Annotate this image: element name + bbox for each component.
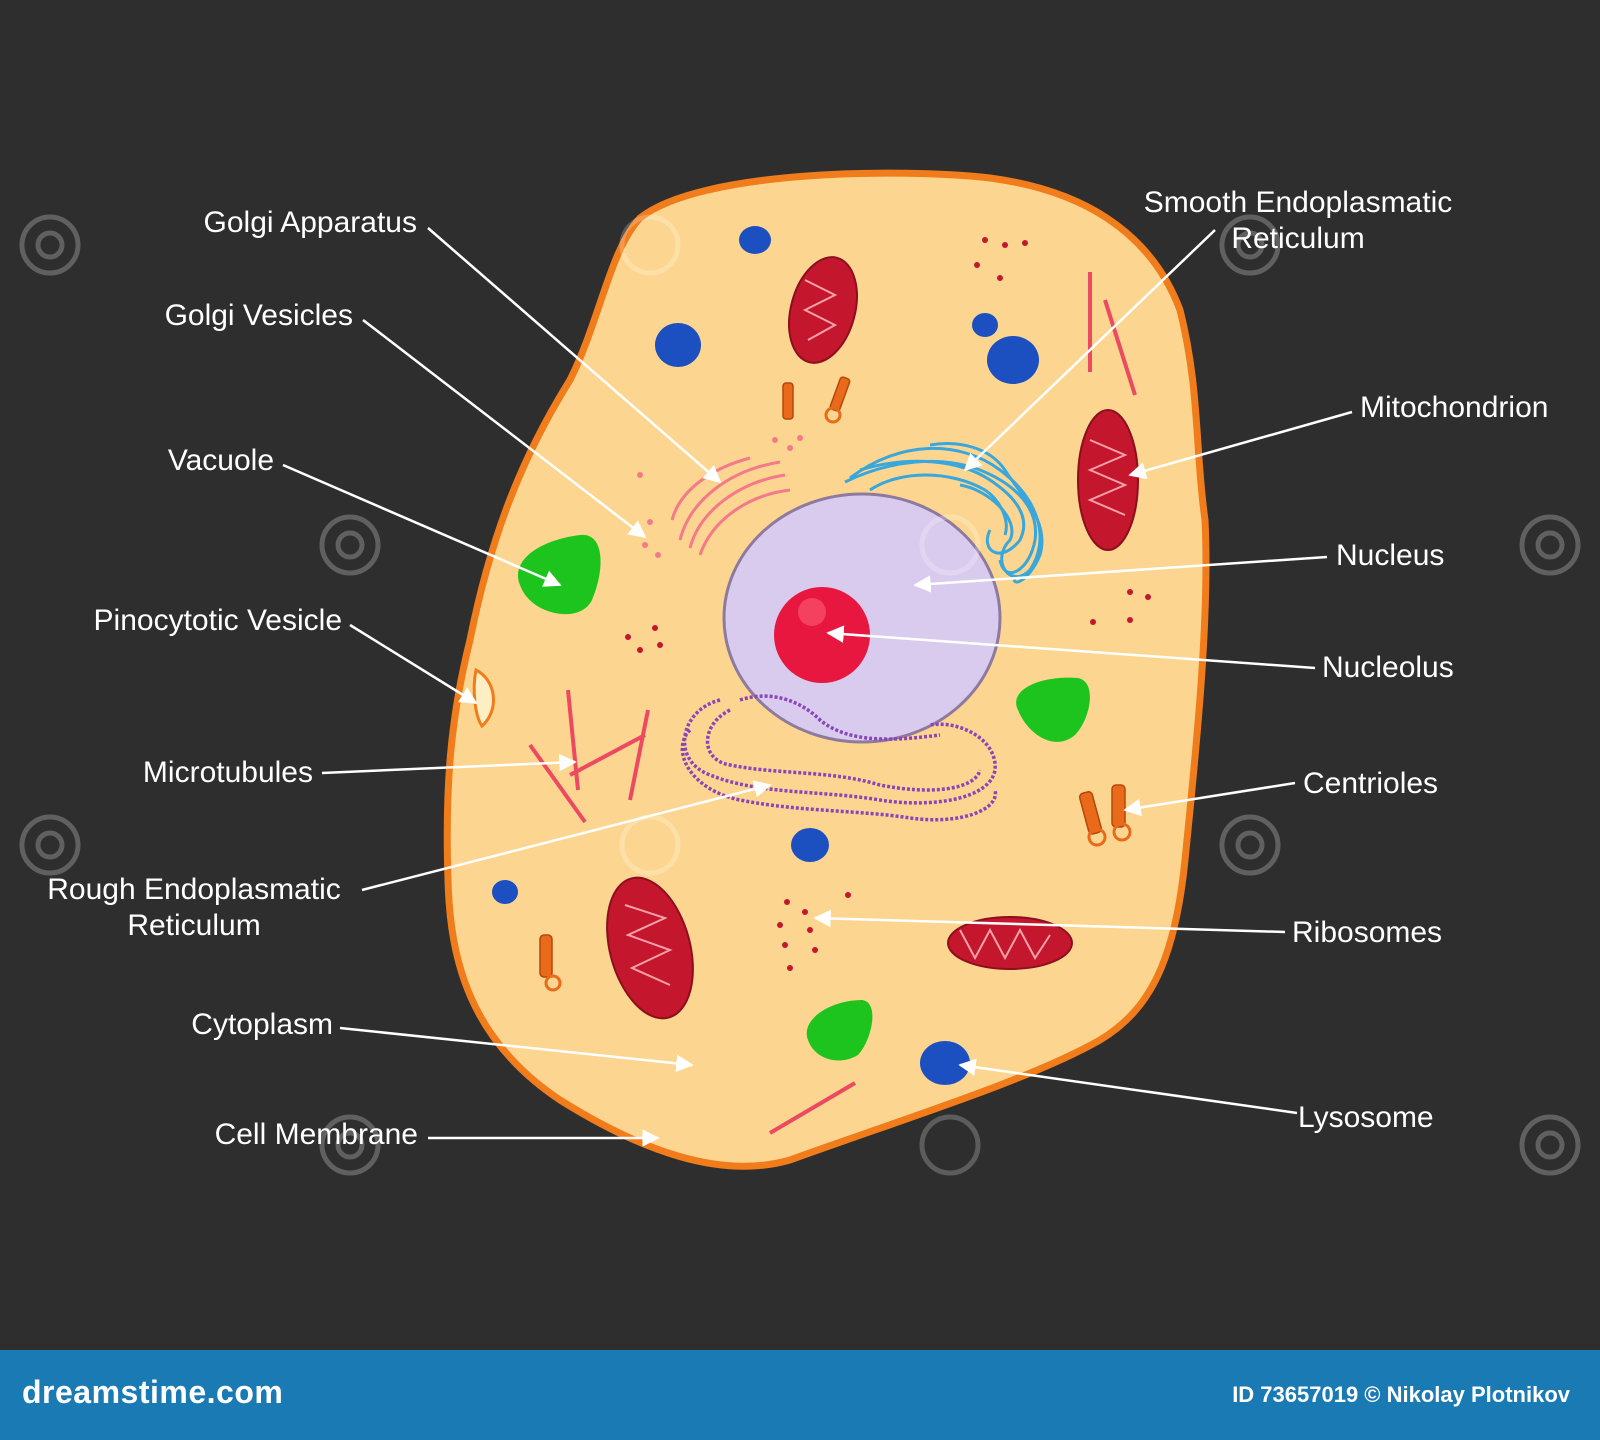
pointer-microtubules (321, 753, 577, 775)
pointer-golgi-vesicles (362, 319, 647, 539)
label-golgi-vesicles: Golgi Vesicles (164, 299, 353, 332)
pointer-lysosome (958, 1058, 1298, 1115)
label-lysosome: Lysosome (1298, 1101, 1434, 1134)
footer-site: dreamstime.com (22, 1374, 284, 1410)
pointer-ribosomes (813, 909, 1286, 934)
pointer-lines (282, 227, 1353, 1147)
label-smooth-er-line2: Reticulum (1231, 222, 1365, 255)
animal-cell-diagram (19, 169, 1581, 1176)
pointer-smooth-er (963, 229, 1216, 472)
rough-er-shape (680, 694, 998, 822)
pointer-pinocytotic-vesicle (349, 623, 478, 705)
smooth-er-shape (844, 442, 1044, 584)
label-mitochondrion: Mitochondrion (1360, 391, 1549, 424)
ribosome-shapes (625, 237, 1151, 971)
label-rough-er-line2: Reticulum (127, 909, 261, 942)
label-smooth-er: Smooth Endoplasmatic Reticulum (1123, 185, 1473, 257)
golgi-apparatus-shape (670, 456, 791, 556)
label-golgi-apparatus: Golgi Apparatus (203, 206, 417, 239)
centriole-shapes (539, 376, 1126, 978)
microtubule-shapes (528, 272, 1137, 1135)
pointer-nucleolus (826, 625, 1316, 670)
lysosome-shapes (492, 226, 1039, 1085)
label-nucleolus: Nucleolus (1322, 651, 1454, 684)
label-cytoplasm: Cytoplasm (191, 1008, 333, 1041)
nucleolus-shape (774, 587, 870, 683)
label-microtubules: Microtubules (142, 756, 313, 789)
label-rough-er-line1: Rough Endoplasmatic (47, 873, 341, 906)
footer-bar: dreamstime.com ID 73657019 © Nikolay Plo… (0, 1350, 1600, 1440)
pointer-nucleus (913, 555, 1328, 593)
footer-credit: ID 73657019 © Nikolay Plotnikov (1232, 1382, 1570, 1407)
label-nucleus: Nucleus (1336, 539, 1445, 572)
label-vacuole: Vacuole (167, 444, 274, 477)
pointer-cytoplasm (339, 1026, 694, 1073)
pointer-mitochondrion (1128, 410, 1353, 480)
label-rough-er: Rough Endoplasmatic Reticulum (28, 872, 360, 944)
pointer-centrioles (1123, 781, 1296, 817)
label-cell-membrane: Cell Membrane (214, 1118, 418, 1151)
label-smooth-er-line1: Smooth Endoplasmatic (1143, 186, 1453, 219)
label-ribosomes: Ribosomes (1292, 916, 1443, 949)
pointer-golgi-apparatus (427, 227, 722, 484)
label-centrioles: Centrioles (1303, 767, 1439, 800)
watermark-spirals (19, 214, 1581, 1176)
pointer-rough-er (361, 780, 772, 892)
label-pinocytotic-vesicle: Pinocytotic Vesicle (93, 604, 342, 637)
pointer-vacuole (282, 463, 562, 587)
